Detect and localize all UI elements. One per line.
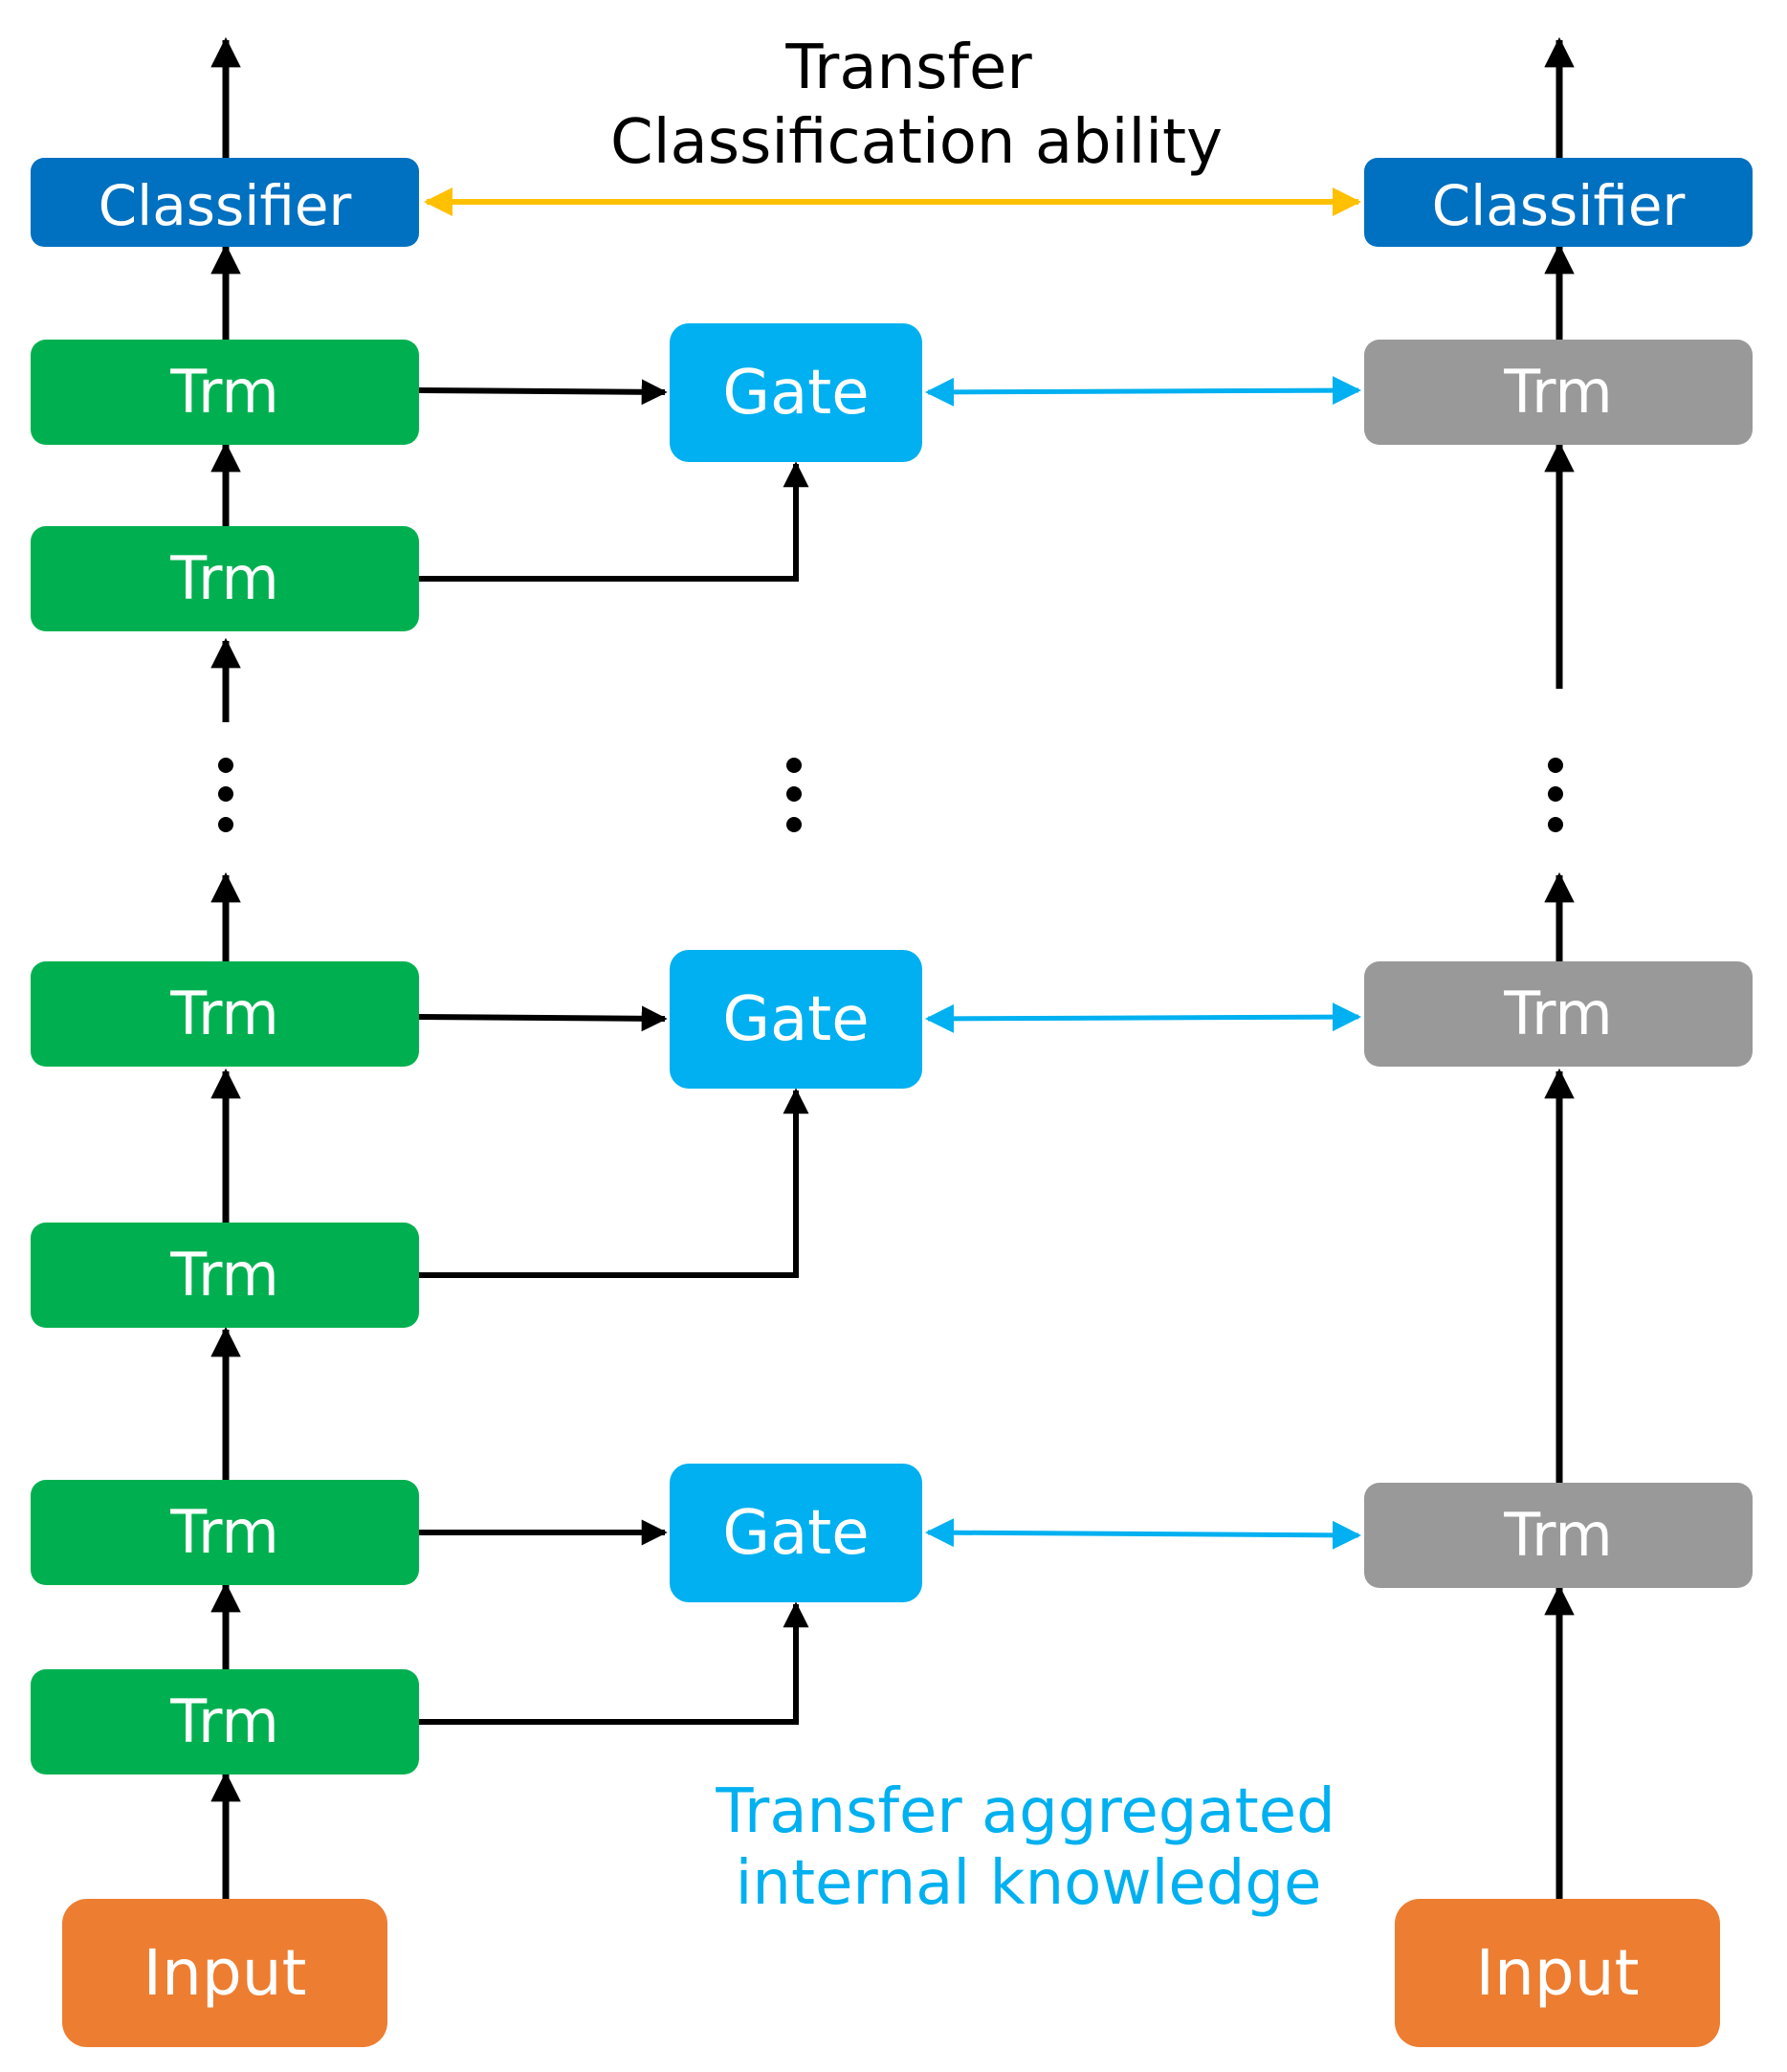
connector-trm3-gate2 — [418, 1005, 668, 1032]
left-input-box: Input — [62, 1899, 387, 2047]
right-trm-label-1: Trm — [1503, 357, 1613, 427]
right-classifier-box: Classifier — [1364, 158, 1753, 247]
right-trm-label-3: Trm — [1503, 1500, 1613, 1570]
left-trm-box-2: Trm — [31, 526, 419, 631]
connector-trm4-gate2 — [419, 1088, 809, 1278]
left-trm-label-5: Trm — [169, 1497, 279, 1567]
gate-box-1: Gate — [670, 323, 922, 462]
knowledge-arrow-gate1-trm1 — [925, 376, 1361, 407]
ellipsis-right — [1548, 758, 1563, 832]
connector-trm2-gate1 — [419, 461, 809, 582]
right-trm-box-2: Trm — [1364, 961, 1753, 1067]
transfer-knowledge-label-line1: Transfer aggregated — [715, 1776, 1335, 1847]
right-trm-box-3: Trm — [1364, 1483, 1753, 1588]
gate-label-3: Gate — [722, 1498, 869, 1569]
transfer-classification-label-line1: Transfer — [784, 33, 1032, 103]
left-trm-box-1: Trm — [31, 340, 419, 445]
knowledge-arrow-gate2-trm2 — [925, 1003, 1361, 1033]
right-trm-label-2: Trm — [1503, 979, 1613, 1048]
connector-trm6-gate3 — [419, 1601, 809, 1725]
right-classifier-label: Classifier — [1432, 173, 1686, 238]
left-trm-label-3: Trm — [169, 979, 279, 1048]
left-classifier-box: Classifier — [31, 158, 419, 247]
knowledge-transfer-arrows — [925, 376, 1361, 1550]
gate-connectors — [418, 379, 809, 1725]
transfer-knowledge-label-line2: internal knowledge — [736, 1848, 1322, 1919]
right-input-label: Input — [1476, 1936, 1640, 2010]
left-trm-box-3: Trm — [31, 961, 419, 1067]
left-trm-label-1: Trm — [169, 357, 279, 427]
left-trm-label-6: Trm — [169, 1686, 279, 1756]
left-trm-box-5: Trm — [31, 1480, 419, 1585]
ellipsis-left — [218, 758, 233, 832]
right-input-box: Input — [1395, 1899, 1720, 2047]
left-input-label: Input — [143, 1936, 307, 2010]
connector-trm1-gate1 — [418, 379, 668, 406]
left-classifier-label: Classifier — [99, 173, 352, 238]
transfer-classification-label-line2: Classification ability — [610, 107, 1223, 178]
right-trm-box-1: Trm — [1364, 340, 1753, 445]
left-trm-box-4: Trm — [31, 1223, 419, 1328]
ellipsis-middle — [786, 758, 802, 832]
left-trm-label-2: Trm — [169, 543, 279, 613]
gate-label-2: Gate — [722, 984, 869, 1055]
gate-box-2: Gate — [670, 950, 922, 1089]
left-trm-box-6: Trm — [31, 1669, 419, 1774]
gate-box-3: Gate — [670, 1464, 922, 1602]
knowledge-arrow-gate3-trm3 — [925, 1518, 1361, 1550]
gate-label-1: Gate — [722, 358, 869, 429]
left-trm-label-4: Trm — [169, 1240, 279, 1310]
